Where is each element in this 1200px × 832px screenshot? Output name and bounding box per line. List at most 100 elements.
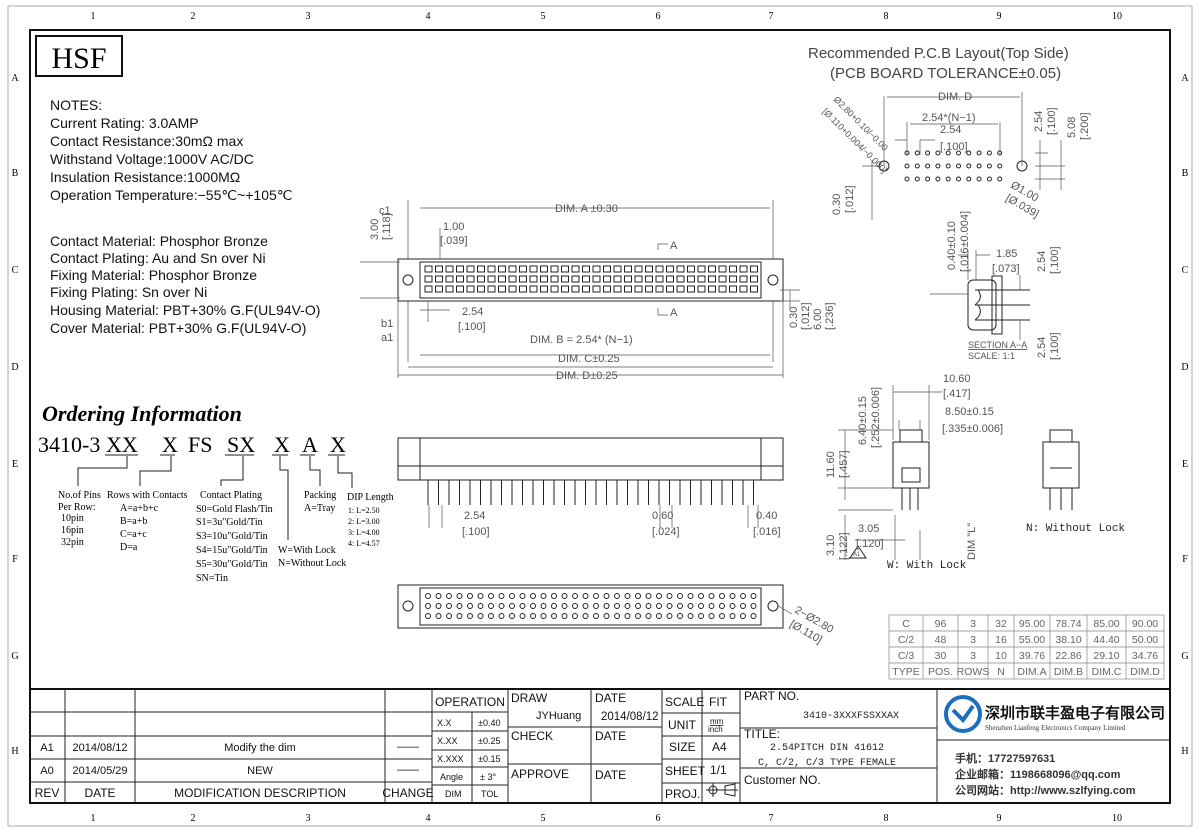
pin-hole [498,603,505,609]
pin-hole [750,593,757,599]
grid-col-label: 8 [884,11,889,22]
code-prefix: 3410-3 [38,432,100,457]
pin-hole [551,603,557,609]
pin-hole [519,603,526,609]
contact [508,285,517,293]
draw-date: 2014/08/12 [601,711,659,723]
material-line: Cover Material: PBT+30% G.F(UL94V-O) [50,320,306,336]
pin-hole [635,593,641,599]
contact [550,285,559,293]
dim-label: [.236] [824,302,836,330]
grid-col-label: 6 [656,813,661,824]
grid-col-label: 3 [306,813,311,824]
dim-label: [.100] [1049,246,1061,274]
customer-label: Customer NO. [744,773,821,787]
grid-row-label: G [11,651,18,662]
tol-format: X.XX [437,736,458,746]
pcb-hole [966,163,972,169]
grid-row-label: A [1181,73,1189,84]
tol-footer: TOL [481,789,498,799]
pin-hole [509,613,515,619]
ordering-information: Ordering Information 3410-3 XX X FS SX X… [38,401,394,584]
tol-value: ±0.25 [478,736,500,746]
code-packing: A [302,432,318,457]
hsf-logo: HSF [35,35,123,77]
table-cell: 32 [995,618,1007,630]
pin-hole [687,613,694,619]
pcb-hole [997,176,1003,182]
grid-col-label: 2 [191,813,196,824]
pin-hole [729,593,736,599]
rev-id: A0 [40,765,53,777]
contact [676,265,685,273]
pin-hole [488,603,494,609]
contact [571,275,580,283]
plating-title: Contact Plating [200,490,262,501]
rev-header: DATE [84,786,115,800]
contact [634,285,643,293]
contact [676,275,685,283]
contact [498,265,506,273]
grid-row-label: A [11,73,19,84]
pcb-title: Recommended P.C.B Layout(Top Side) [808,45,1069,62]
pcb-hole [925,150,931,156]
tol-format: X.XXX [437,754,464,764]
contact [477,285,485,293]
code-leaders [77,454,353,540]
dim-label: 0.40±0.10 [946,221,958,270]
pin-hole [477,613,484,619]
pcb-hole [904,176,910,182]
table-cell: 29.10 [1093,650,1119,662]
dim-label: [.016±0.004] [959,211,971,272]
approve-label: APPROVE [511,767,569,781]
pcb-hole [935,150,941,156]
grid-row-label: F [12,554,18,565]
table-cell: 96 [935,618,947,630]
contact [424,275,433,283]
section-mark: A [670,307,678,319]
dim-label: [.016] [753,526,781,538]
pin-hole [593,593,599,599]
pin-hole [551,613,557,619]
pin-hole [561,603,568,609]
pin-hole [740,593,746,599]
pcb-subtitle: (PCB BOARD TOLERANCE±0.05) [830,65,1061,82]
pcb-hole [956,163,961,169]
table-header-cell: TYPE [892,666,919,678]
pin-hole [572,603,578,609]
note-line: Contact Resistance:30mΩ max [50,133,243,149]
contact [687,275,695,283]
grid-col-label: 8 [884,813,889,824]
contact [718,285,727,293]
rows-option: A=a+b+c [120,503,159,514]
section-a-a: 0.40±0.10 [.016±0.004] 1.85 [.073] 2.54 … [930,211,1061,361]
contact [592,285,601,293]
projection-symbol-icon [706,783,738,797]
contact [624,275,632,283]
rev-description: NEW [247,765,273,777]
tol-format: X.X [437,718,452,728]
rev-description: Modify the dim [224,742,296,754]
grid-col-label: 7 [769,813,774,824]
pin-hole [446,613,452,619]
pin-hole [719,613,725,619]
dim-label: [.100] [1046,107,1058,135]
pcb-hole [925,176,931,182]
dim-label: [.252±0.006] [870,387,882,448]
pin-hole [425,603,431,609]
pins-title: No.of Pins [58,490,101,501]
pin-hole [561,613,568,619]
pin-hole [698,593,704,599]
pcb-hole [956,150,961,156]
pin-hole [624,603,631,609]
pin-hole [603,613,610,619]
operation-title: OPERATION [435,695,505,709]
contact [666,275,674,283]
pin-hole [740,613,746,619]
table-header-cell: DIM.D [1130,666,1160,678]
contact [582,285,590,293]
pin-hole [582,593,589,599]
contact [466,265,475,273]
grid-row-label: E [1182,459,1188,470]
dim-label: 0.60 [652,510,673,522]
